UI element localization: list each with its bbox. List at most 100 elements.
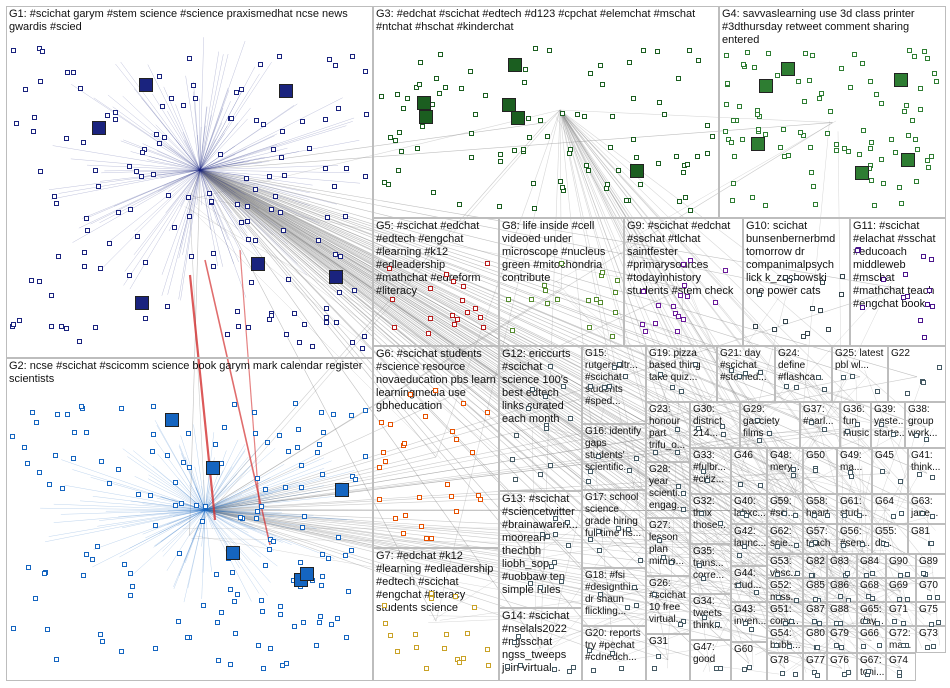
vertex-node — [544, 426, 549, 431]
vertex-node — [825, 131, 830, 136]
vertex-node — [449, 494, 454, 499]
vertex-node — [559, 261, 564, 266]
vertex-node — [817, 96, 822, 101]
vertex-node — [842, 146, 847, 151]
vertex-node — [675, 450, 680, 455]
vertex-node — [85, 228, 90, 233]
vertex-node — [423, 414, 428, 419]
vertex-node — [750, 195, 755, 200]
vertex-node — [128, 571, 133, 576]
hub-vertex-node — [251, 257, 265, 271]
vertex-node — [327, 57, 332, 62]
vertex-node — [269, 313, 274, 318]
hub-vertex-node — [300, 567, 314, 581]
vertex-node — [808, 145, 813, 150]
vertex-node — [721, 432, 726, 437]
vertex-node — [920, 511, 925, 516]
vertex-node — [533, 46, 538, 51]
vertex-node — [387, 266, 392, 271]
vertex-node — [510, 328, 515, 333]
vertex-node — [218, 152, 223, 157]
vertex-node — [225, 332, 230, 337]
vertex-node — [638, 558, 643, 563]
vertex-node — [906, 133, 911, 138]
vertex-node — [749, 627, 754, 632]
vertex-node — [113, 110, 118, 115]
group-label-g44: G44: stud... — [734, 568, 764, 592]
vertex-node — [866, 594, 871, 599]
vertex-node — [781, 127, 786, 132]
vertex-node — [298, 560, 303, 565]
vertex-node — [323, 166, 328, 171]
vertex-node — [150, 449, 155, 454]
vertex-node — [235, 592, 240, 597]
vertex-node — [918, 107, 923, 112]
vertex-node — [465, 631, 470, 636]
vertex-node — [253, 238, 258, 243]
hub-vertex-node — [335, 483, 349, 497]
vertex-node — [891, 514, 896, 519]
vertex-node — [300, 119, 305, 124]
vertex-node — [880, 469, 885, 474]
vertex-node — [532, 206, 537, 211]
vertex-node — [695, 154, 700, 159]
vertex-node — [584, 163, 589, 168]
vertex-node — [362, 334, 367, 339]
hub-vertex-node — [226, 546, 240, 560]
hub-vertex-node — [419, 110, 433, 124]
vertex-node — [745, 50, 750, 55]
vertex-node — [774, 643, 779, 648]
vertex-node — [813, 202, 818, 207]
vertex-node — [901, 621, 906, 626]
vertex-node — [724, 102, 729, 107]
group-cell-g41: G41: think... — [908, 448, 946, 494]
vertex-node — [907, 48, 912, 53]
vertex-node — [656, 161, 661, 166]
vertex-node — [215, 620, 220, 625]
group-label-g90: G90 — [889, 556, 913, 568]
vertex-node — [310, 344, 315, 349]
vertex-node — [211, 251, 216, 256]
vertex-node — [542, 283, 547, 288]
vertex-node — [807, 78, 812, 83]
vertex-node — [543, 394, 548, 399]
vertex-node — [641, 48, 646, 53]
vertex-node — [632, 585, 637, 590]
vertex-node — [219, 610, 224, 615]
group-label-g20: G20: reports try #pechat #cdnedch... — [585, 628, 643, 664]
group-cell-g29: G29: gasciety films — [740, 402, 800, 448]
vertex-node — [840, 274, 845, 279]
vertex-node — [214, 572, 219, 577]
vertex-node — [450, 313, 455, 318]
vertex-node — [778, 145, 783, 150]
vertex-node — [839, 66, 844, 71]
group-cell-g56: G56: #sem... — [837, 524, 872, 554]
vertex-node — [617, 362, 622, 367]
group-cell-g64: G64 — [872, 494, 908, 524]
vertex-node — [817, 621, 822, 626]
vertex-node — [455, 317, 460, 322]
vertex-node — [676, 484, 681, 489]
group-label-g58: G58: heart — [806, 496, 834, 520]
vertex-node — [881, 181, 886, 186]
vertex-node — [107, 241, 112, 246]
vertex-node — [510, 457, 515, 462]
vertex-node — [924, 437, 929, 442]
vertex-node — [401, 106, 406, 111]
vertex-node — [317, 442, 322, 447]
vertex-node — [47, 482, 52, 487]
vertex-node — [229, 116, 234, 121]
vertex-node — [813, 468, 818, 473]
vertex-node — [173, 480, 178, 485]
vertex-node — [675, 427, 680, 432]
vertex-node — [187, 214, 192, 219]
vertex-node — [469, 131, 474, 136]
group-label-g78: G78 — [770, 655, 800, 667]
vertex-node — [187, 56, 192, 61]
vertex-node — [38, 169, 43, 174]
vertex-node — [433, 388, 438, 393]
group-cell-g33: G33: #fulbr... #citiz... — [690, 448, 731, 494]
vertex-node — [363, 408, 368, 413]
group-label-g89: G89 — [919, 556, 943, 568]
vertex-node — [842, 672, 847, 677]
